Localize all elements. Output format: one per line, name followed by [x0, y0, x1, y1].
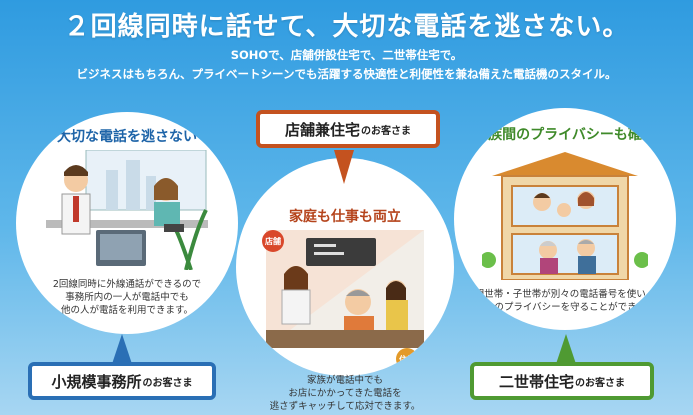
office-illustration — [46, 150, 208, 270]
office-badge: 小規模事務所のお客さま — [28, 362, 216, 400]
shop-badge-pointer — [334, 150, 354, 184]
shop-home-panel: 家庭も仕事も両立 店舗 住居 — [236, 158, 454, 376]
family-badge: 二世帯住宅のお客さま — [470, 362, 654, 400]
shop-home-panel-title: 家庭も仕事も両立 — [289, 209, 401, 225]
subheading-line-2: ビジネスはもちろん、プライベートシーンでも活躍する快適性と利便性を兼ね備えた電話… — [76, 67, 617, 81]
office-panel-description: 2回線同時に外線通話ができるので 事務所内の一人が電話中でも 他の人が電話を利用… — [52, 279, 202, 316]
shop-home-panel-description-line: 逃さずキャッチして応対できます。 — [269, 401, 421, 412]
headline: ２回線同時に話せて、大切な電話を逃さない。 — [63, 12, 630, 42]
family-panel-description: 親世帯・子世帯が別々の電話番号を使い、 お互いのプライバシーを守ることができます… — [465, 289, 665, 313]
subheading-line-1: SOHOで、店舗併設住宅で、二世帯住宅で。 — [230, 48, 463, 62]
shop-home-panel-description-line: お店にかかってきた電話を — [288, 388, 402, 399]
home-tag: 住居 — [396, 348, 418, 370]
office-panel-title: 大切な電話を逃さない — [57, 129, 197, 145]
shop-badge: 店舗兼住宅のお客さま — [256, 110, 440, 148]
family-panel: 家族間のプライバシーも確保 親世帯・子世帯が別々の電話番号を使い、 お互いのプラ… — [454, 108, 676, 330]
family-panel-title: 家族間のプライバシーも確保 — [474, 127, 656, 143]
family-badge-pointer — [556, 334, 576, 364]
office-panel: 大切な電話を逃さない 2回線同時に外線通話ができるので 事務所内の一人が電話中で… — [16, 112, 238, 334]
office-badge-pointer — [112, 334, 132, 364]
family-house-illustration — [482, 152, 648, 280]
shop-tag: 店舗 — [262, 230, 284, 252]
shop-home-panel-description: 家族が電話中でも お店にかかってきた電話を逃さずキャッチして応対できます。 — [236, 374, 454, 413]
shop-home-illustration — [266, 230, 424, 348]
